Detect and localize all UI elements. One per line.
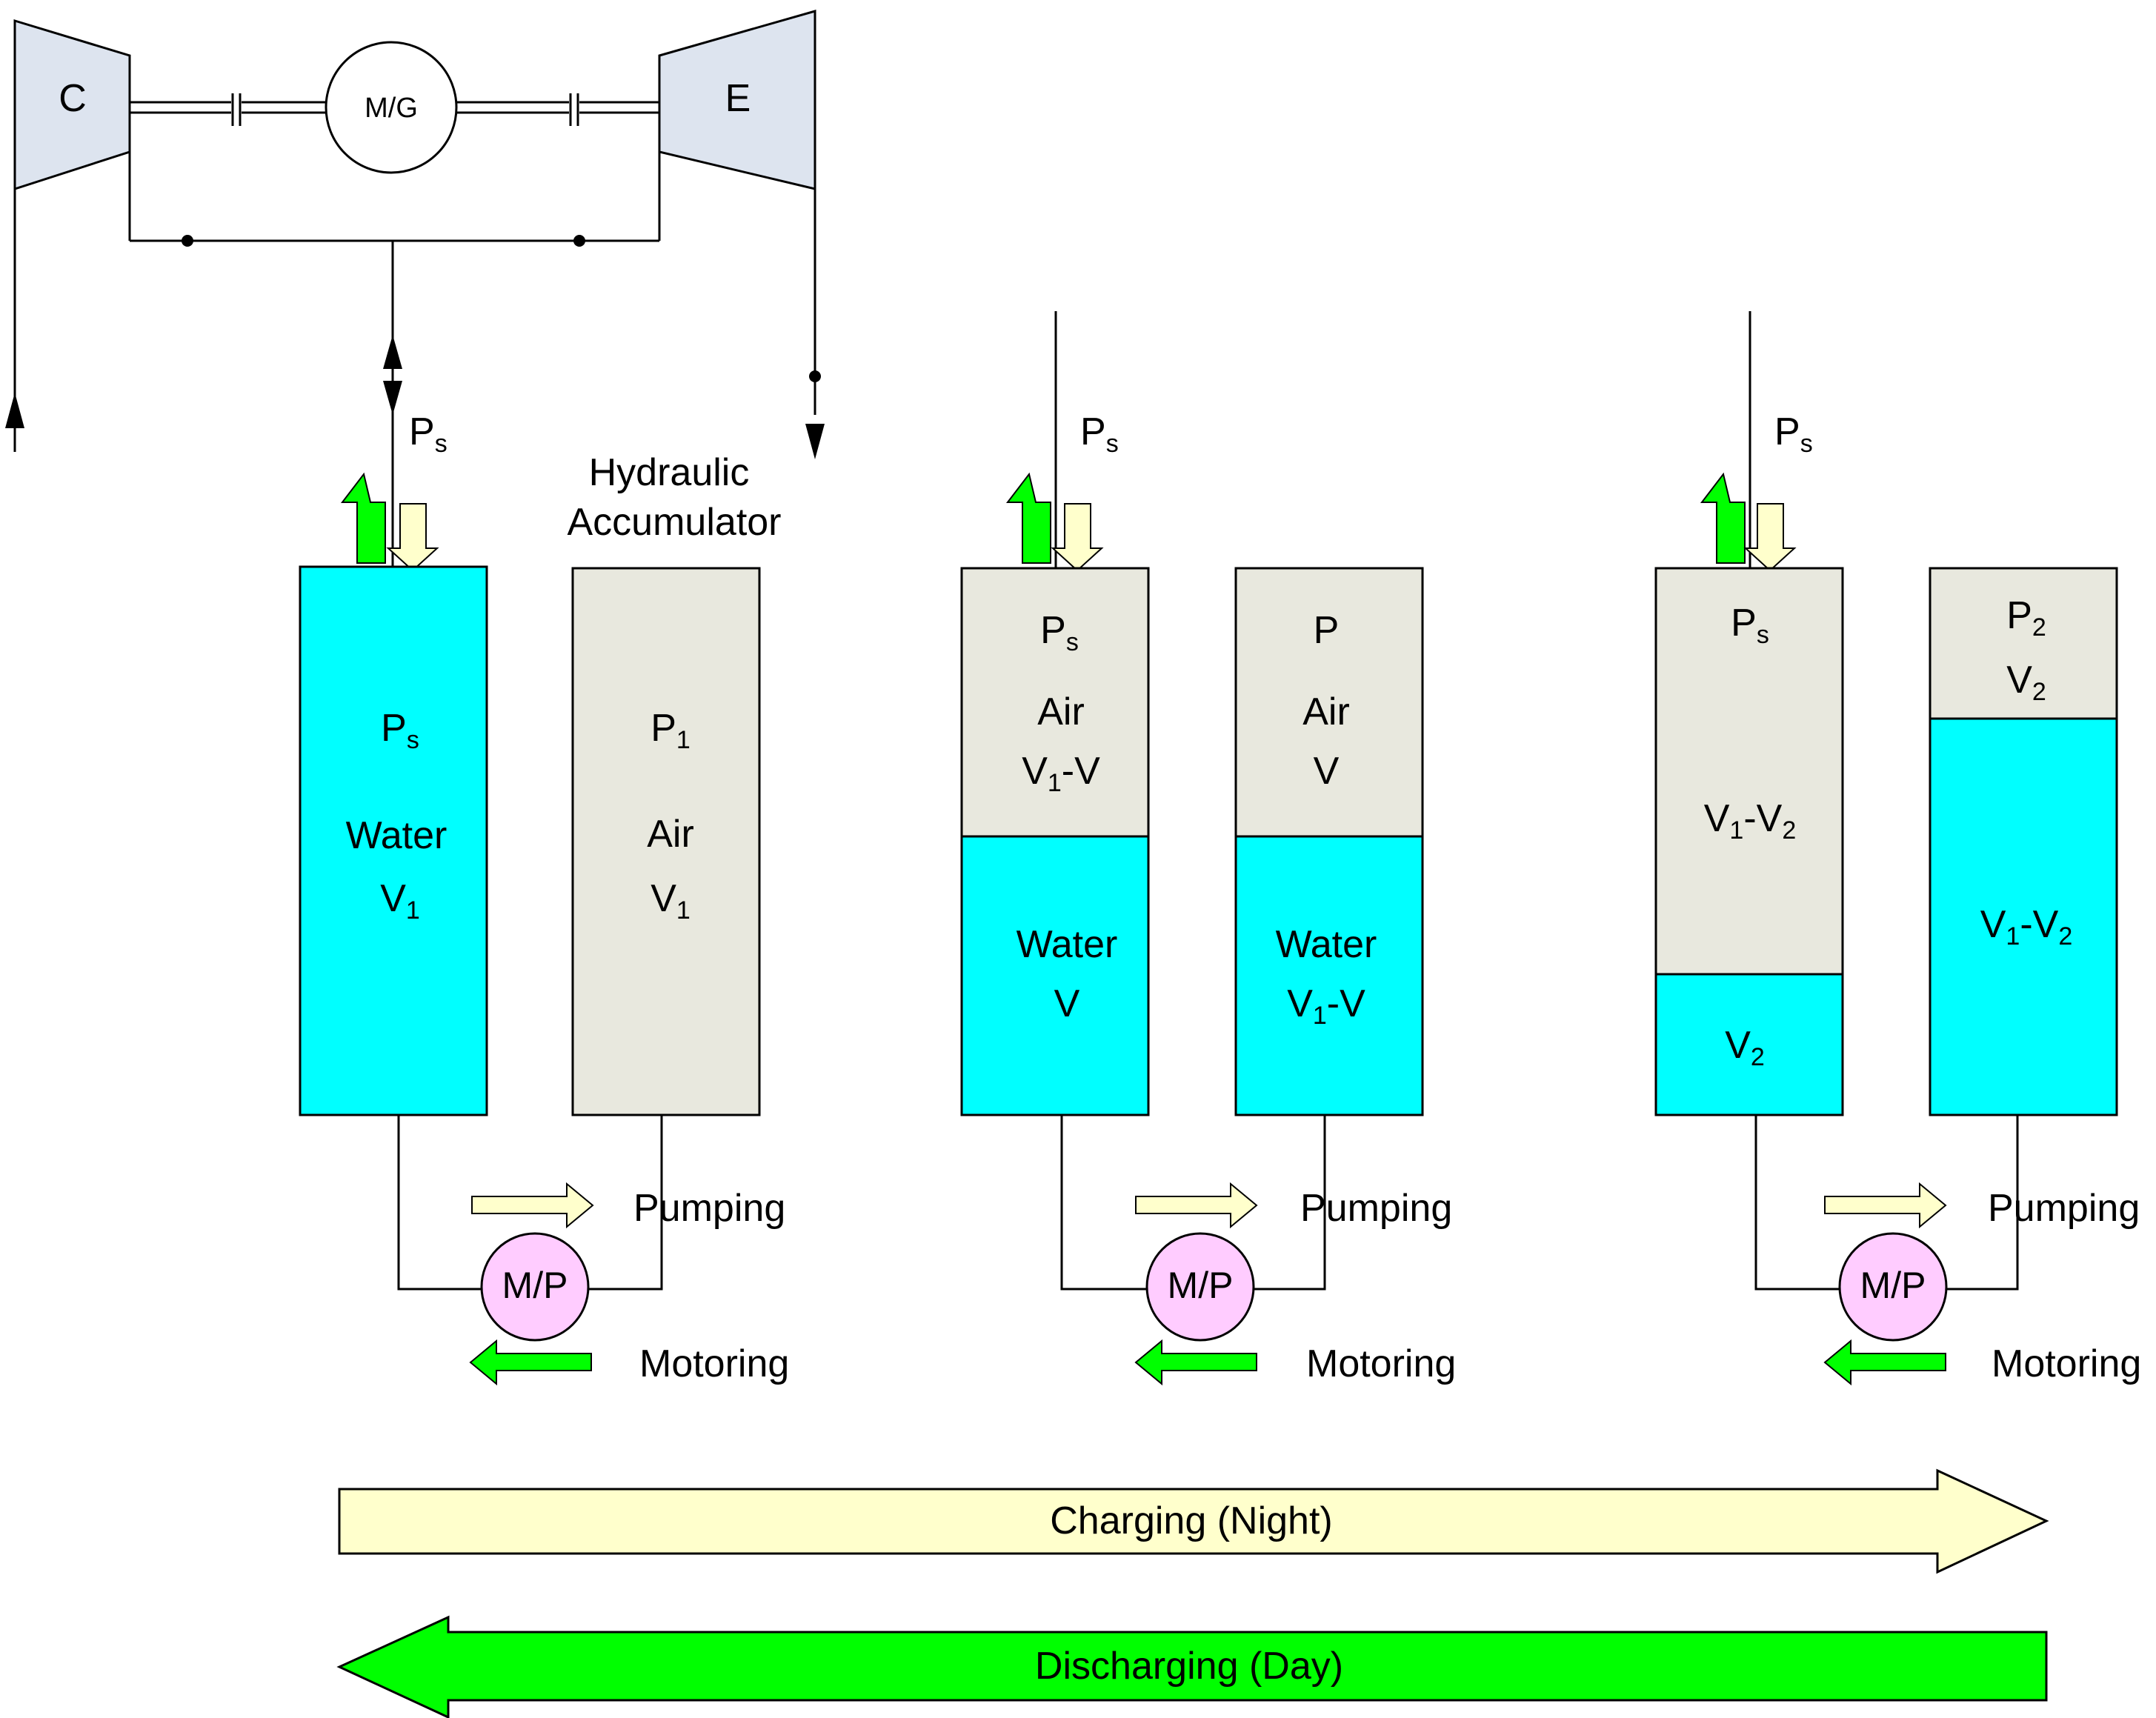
- vessel-water-volume: V2: [1725, 1024, 1765, 1071]
- motoring-label: Motoring: [1306, 1342, 1456, 1385]
- pumping-label: Pumping: [1300, 1187, 1452, 1230]
- vessel-pressure: Ps: [381, 707, 419, 754]
- vessel-air-section: [1234, 567, 1424, 838]
- pumping-label: Pumping: [633, 1187, 785, 1230]
- timeline: Charging (Night) Discharging (Day): [336, 1468, 2049, 1718]
- compressor-label: C: [59, 77, 87, 120]
- vessel-air-volume: V1-V2: [1704, 797, 1797, 845]
- vessel-pressure: Ps: [1731, 602, 1769, 649]
- pump-piping: [1060, 1115, 1326, 1291]
- pump-piping: [397, 1115, 663, 1291]
- motoring-arrow: [1823, 1339, 1946, 1386]
- supply-pressure-label: Ps: [409, 410, 447, 458]
- vessel-pressure: P: [1314, 609, 1340, 652]
- charging-label: Charging (Night): [1050, 1499, 1333, 1542]
- vessel-volume: V1: [380, 877, 420, 925]
- vessel-fluid: Air: [647, 813, 694, 856]
- vessel-air-volume: V: [1314, 750, 1340, 793]
- vessel-water-label: Water: [1276, 923, 1377, 966]
- vessel-pressure: P2: [2006, 594, 2046, 642]
- vessel-air-volume: V2: [2006, 659, 2046, 706]
- motoring-label: Motoring: [1992, 1342, 2141, 1385]
- vessel-water-volume: V: [1054, 982, 1080, 1025]
- vessel-water-section: [1929, 717, 2118, 1116]
- motor-pump: [480, 1232, 590, 1342]
- shaft-left: [130, 93, 326, 126]
- vessel-pressure: P1: [651, 707, 691, 754]
- pumping-arrow: [471, 1182, 594, 1229]
- vessel-volume: V1: [651, 877, 691, 925]
- pumping-arrow: [1824, 1182, 1947, 1229]
- vessel-fluid: Water: [346, 814, 447, 857]
- stage-1: Ps Ps Water V1 P1 Air V1 M/P Pumping Mot…: [299, 410, 789, 1386]
- supply-pressure-label: Ps: [1774, 410, 1813, 458]
- discharging-arrow: [336, 1615, 2048, 1718]
- vessel-air: [571, 567, 761, 1116]
- vessel-air-label: Air: [1302, 690, 1350, 733]
- vessel-air-label: Air: [1037, 690, 1085, 733]
- pumping-arrow: [1135, 1182, 1258, 1229]
- motoring-label: Motoring: [639, 1342, 789, 1385]
- exhaust-arrow: [805, 424, 825, 459]
- bidirectional-arrow-down: [383, 381, 402, 415]
- pumping-label: Pumping: [1988, 1187, 2140, 1230]
- vessel-water-label: Water: [1017, 923, 1118, 966]
- vessel-water: [299, 565, 488, 1116]
- motor-pump: [1145, 1232, 1255, 1342]
- vessel-air-section: [960, 567, 1150, 838]
- vessel-water-volume: V1-V2: [1980, 903, 2073, 950]
- vessel-water-section: [1234, 835, 1424, 1116]
- supply-pressure-label: Ps: [1080, 410, 1119, 458]
- motoring-arrow: [1134, 1339, 1257, 1386]
- accumulator-title-line1: Hydraulic: [589, 451, 750, 494]
- vessel-air-section: [1654, 567, 1844, 976]
- air-inlet-arrow: [5, 393, 24, 428]
- motor-pump-label: M/P: [502, 1265, 568, 1306]
- charging-arrow: [338, 1468, 2049, 1574]
- machine-train: C E M/G: [5, 10, 825, 570]
- discharge-flow-arrow: [1005, 472, 1051, 564]
- vessel-water-section: [960, 835, 1150, 1116]
- vessel-pressure: Ps: [1040, 609, 1079, 656]
- discharge-flow-arrow: [1700, 472, 1746, 564]
- motor-generator: [325, 41, 458, 174]
- vessel-air-section: [1929, 567, 2118, 720]
- bidirectional-arrow-up: [383, 335, 402, 369]
- charge-flow-arrow: [1743, 503, 1797, 572]
- junction-dot: [573, 235, 585, 247]
- accumulator-title-line2: Accumulator: [568, 501, 782, 544]
- discharge-flow-arrow: [340, 472, 386, 564]
- motor-pump-label: M/P: [1860, 1265, 1926, 1306]
- junction-dot: [809, 370, 821, 382]
- junction-dot: [182, 235, 193, 247]
- shaft-right: [456, 93, 659, 126]
- pump-piping: [1754, 1115, 2019, 1291]
- charge-flow-arrow: [1051, 503, 1104, 572]
- motor-generator-label: M/G: [365, 93, 418, 124]
- vessel-water-volume: V1-V: [1287, 982, 1365, 1030]
- stage-3: Ps Ps V1-V2 V2 P2 V2 V1-V2 M/P Pumping M…: [1654, 311, 2141, 1386]
- motor-pump: [1838, 1232, 1948, 1342]
- expander-label: E: [725, 77, 751, 120]
- charge-flow-arrow: [386, 503, 439, 572]
- vessel-water-section: [1654, 973, 1844, 1116]
- vessel-air-volume: V1-V: [1022, 750, 1100, 797]
- stage-2: Ps Ps Air V1-V Water V P Air V Water V1-…: [960, 311, 1456, 1386]
- discharging-label: Discharging (Day): [1035, 1645, 1343, 1688]
- motoring-arrow: [469, 1339, 592, 1386]
- motor-pump-label: M/P: [1168, 1265, 1234, 1306]
